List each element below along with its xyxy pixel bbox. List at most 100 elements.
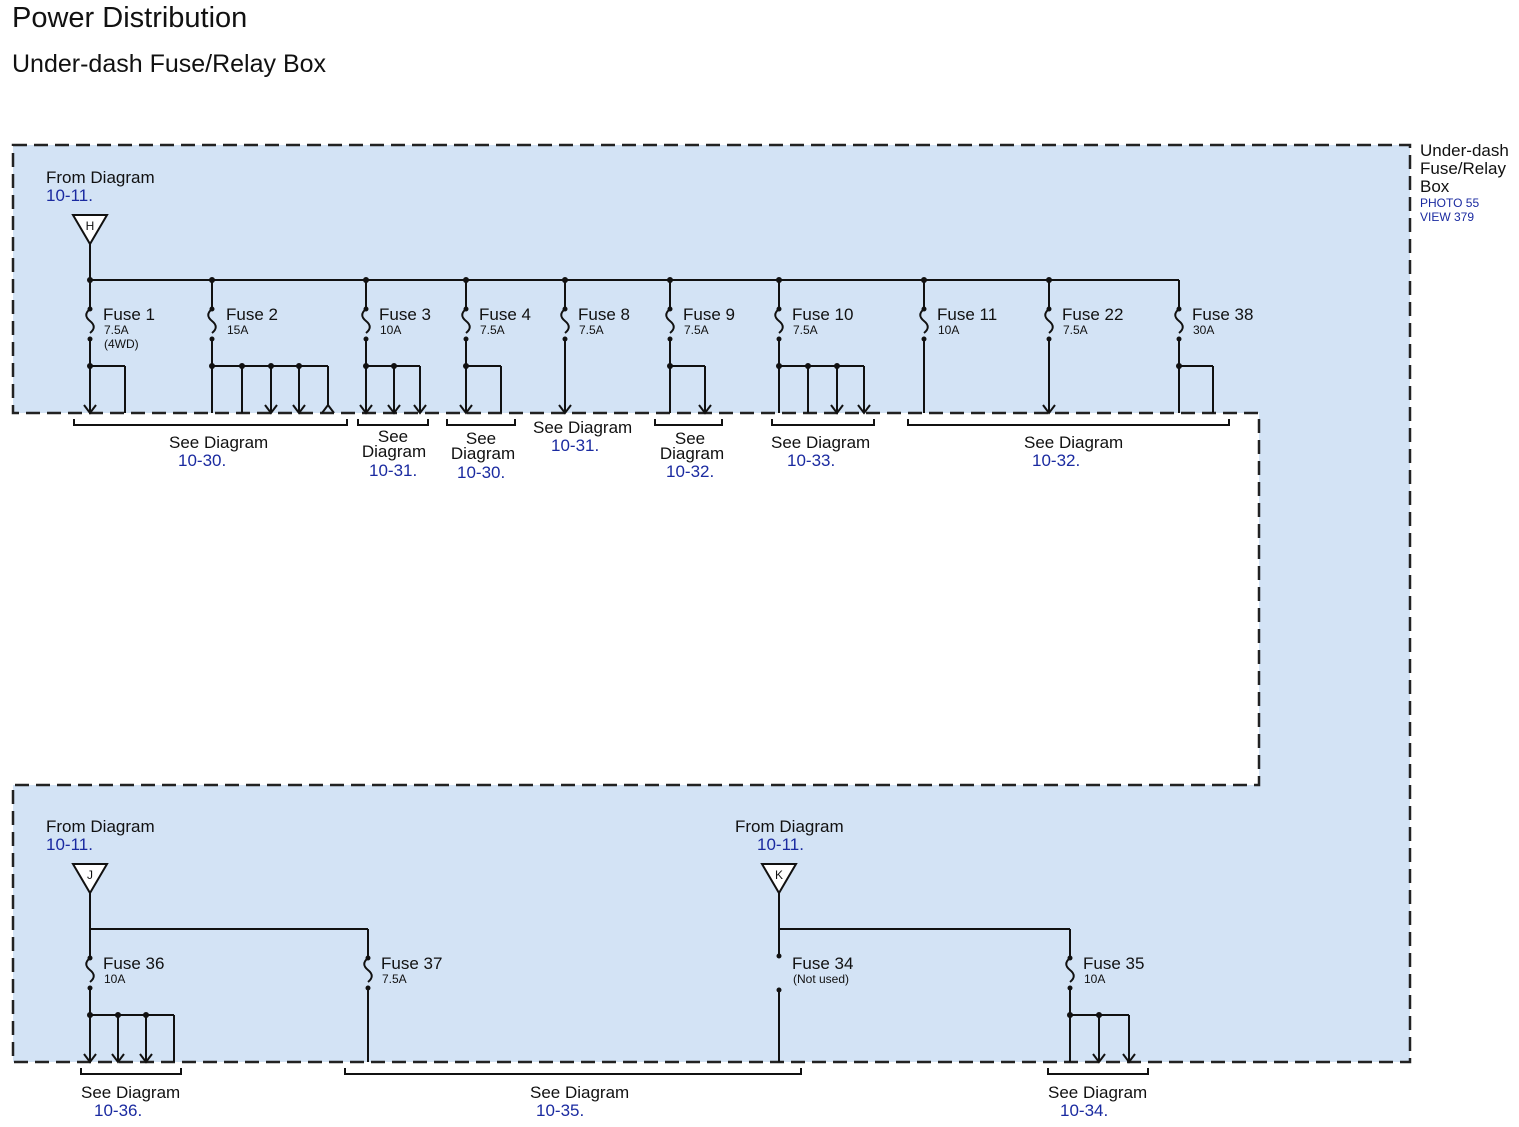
ref-label-line1: See xyxy=(466,429,496,448)
connector-j-label: J xyxy=(87,868,93,882)
top-ref-2: See Diagram 10-31. xyxy=(357,419,429,480)
ref-link[interactable]: 10-36. xyxy=(94,1101,142,1120)
fuse-rating: 10A xyxy=(104,972,125,986)
fuse-name: Fuse 8 xyxy=(578,305,630,324)
ref-label: See Diagram xyxy=(1024,433,1123,452)
fuse-36: Fuse 36 10A xyxy=(83,929,175,1064)
fuse-rating: 10A xyxy=(938,323,959,337)
fuse-rating: 10A xyxy=(380,323,401,337)
fuse-38: Fuse 38 30A xyxy=(1174,280,1253,413)
top-ref-4: See Diagram 10-31. xyxy=(533,418,632,455)
bottom-ref-1: See Diagram 10-36. xyxy=(80,1068,182,1120)
fuse-symbol-icon xyxy=(1065,957,1075,983)
bottom-ref-3: See Diagram 10-34. xyxy=(1047,1068,1149,1120)
source-h-ref-link[interactable]: 10-11. xyxy=(46,186,93,205)
ref-label: See Diagram xyxy=(771,433,870,452)
fuse-rating: 30A xyxy=(1193,323,1214,337)
fuse-name: Fuse 9 xyxy=(683,305,735,324)
source-k-ref-link[interactable]: 10-11. xyxy=(757,835,804,854)
fuse-symbol-icon xyxy=(665,308,675,334)
fuse-1: Fuse 1 7.5A (4WD) xyxy=(83,277,155,415)
top-ref-1: See Diagram 10-30. xyxy=(73,419,348,470)
box-label-line1: Under-dash xyxy=(1420,141,1509,160)
page-subtitle: Under-dash Fuse/Relay Box xyxy=(12,50,327,78)
fuse-11: Fuse 11 10A xyxy=(919,277,997,413)
fuse-rating: 7.5A xyxy=(579,323,604,337)
ref-label-line2: Diagram xyxy=(660,444,724,463)
ref-link[interactable]: 10-32. xyxy=(666,462,714,481)
fuse-name: Fuse 2 xyxy=(226,305,278,324)
ref-link[interactable]: 10-31. xyxy=(551,436,599,455)
ref-label: See Diagram xyxy=(81,1083,180,1102)
fuse-name: Fuse 38 xyxy=(1192,305,1253,324)
fuse-2: Fuse 2 15A xyxy=(207,277,335,415)
ref-label-line2: Diagram xyxy=(362,442,426,461)
box-view-link[interactable]: VIEW 379 xyxy=(1420,210,1474,224)
page-title: Power Distribution xyxy=(12,2,248,34)
fuse-symbol-icon xyxy=(85,957,95,983)
fuse-name: Fuse 35 xyxy=(1083,954,1144,973)
ref-link[interactable]: 10-32. xyxy=(1032,451,1080,470)
fuse-name: Fuse 1 xyxy=(103,305,155,324)
fuse-name: Fuse 3 xyxy=(379,305,431,324)
top-ref-3: See Diagram 10-30. xyxy=(446,419,516,482)
fuse-rating: 7.5A xyxy=(480,323,505,337)
ref-label-line1: See xyxy=(378,427,408,446)
fuse-relay-box-outline xyxy=(11,143,1412,1064)
fuse-name: Fuse 10 xyxy=(792,305,853,324)
fuse-note: (4WD) xyxy=(104,337,139,351)
connector-h-icon: H xyxy=(71,214,109,246)
fuse-rating: 7.5A xyxy=(1063,323,1088,337)
fuse-name: Fuse 4 xyxy=(479,305,531,324)
ref-link[interactable]: 10-31. xyxy=(369,461,417,480)
fuse-3: Fuse 3 10A xyxy=(359,277,431,415)
fuse-rating: 7.5A xyxy=(382,972,407,986)
fuse-symbol-icon xyxy=(560,308,570,334)
fuse-name: Fuse 36 xyxy=(103,954,164,973)
fuse-name: Fuse 22 xyxy=(1062,305,1123,324)
ref-link[interactable]: 10-34. xyxy=(1060,1101,1108,1120)
fuse-4: Fuse 4 7.5A xyxy=(459,277,531,415)
fuse-rating: 7.5A xyxy=(793,323,818,337)
fuse-34: Fuse 34 (Not used) xyxy=(776,929,853,1062)
ref-label-line2: Diagram xyxy=(451,444,515,463)
box-photo-link[interactable]: PHOTO 55 xyxy=(1420,196,1479,210)
connector-k-icon: K xyxy=(760,863,798,895)
ref-label-line1: See xyxy=(675,429,705,448)
fuse-symbol-icon xyxy=(361,308,371,334)
box-label-line2: Fuse/Relay xyxy=(1420,159,1506,178)
ref-label: See Diagram xyxy=(1048,1083,1147,1102)
top-ref-5: See Diagram 10-32. xyxy=(654,419,724,481)
fuse-symbol-icon xyxy=(774,308,784,334)
fuse-symbol-icon xyxy=(85,308,95,334)
top-ref-7: See Diagram 10-32. xyxy=(907,419,1230,470)
fuse-rating: (Not used) xyxy=(793,972,849,986)
ref-link[interactable]: 10-33. xyxy=(787,451,835,470)
ref-link[interactable]: 10-30. xyxy=(457,463,505,482)
fuse-22: Fuse 22 7.5A xyxy=(1042,277,1123,415)
ref-label: See Diagram xyxy=(533,418,632,437)
fuse-symbol-icon xyxy=(207,308,217,334)
source-h-from-label: From Diagram xyxy=(46,168,155,187)
source-k-from-label: From Diagram xyxy=(735,817,844,836)
connector-h-label: H xyxy=(86,219,95,233)
fuse-name: Fuse 11 xyxy=(937,305,997,324)
fuse-name: Fuse 34 xyxy=(792,954,853,973)
ref-link[interactable]: 10-30. xyxy=(178,451,226,470)
source-j-ref-link[interactable]: 10-11. xyxy=(46,835,93,854)
fuse-symbol-icon xyxy=(1044,308,1054,334)
fuse-10: Fuse 10 7.5A xyxy=(774,277,871,415)
box-label-line3: Box xyxy=(1420,177,1450,196)
connector-j-icon: J xyxy=(71,863,109,895)
ref-label: See Diagram xyxy=(169,433,268,452)
fuse-8: Fuse 8 7.5A xyxy=(558,277,630,415)
fuse-37: Fuse 37 7.5A xyxy=(363,929,442,1062)
fuse-symbol-icon xyxy=(919,308,929,334)
bottom-ref-2: See Diagram 10-35. xyxy=(344,1068,802,1120)
fuse-9: Fuse 9 7.5A xyxy=(665,277,735,415)
top-ref-6: See Diagram 10-33. xyxy=(771,419,875,470)
fuse-symbol-icon xyxy=(363,957,373,983)
fuse-symbol-icon xyxy=(461,308,471,334)
ref-link[interactable]: 10-35. xyxy=(536,1101,584,1120)
